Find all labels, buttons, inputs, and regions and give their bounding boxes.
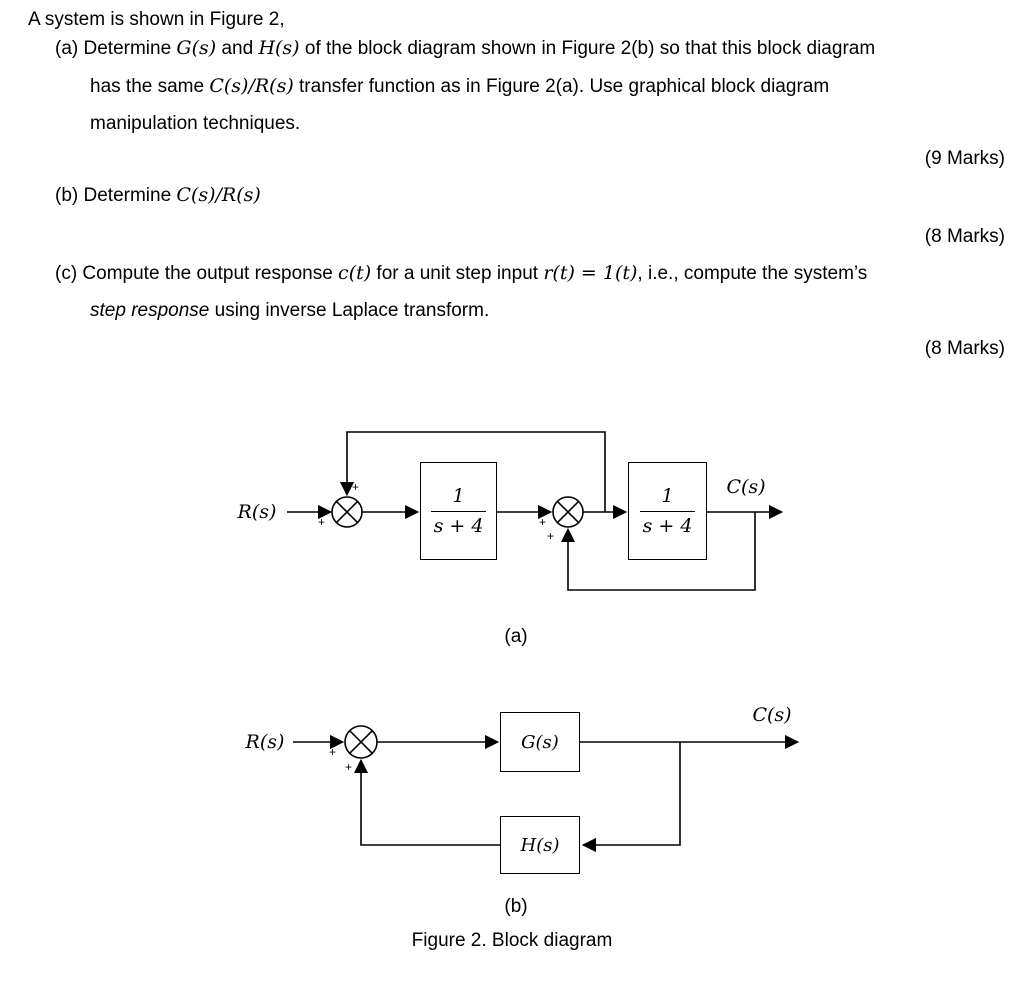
signal-path-b <box>293 734 800 853</box>
math-segment: r(t) = 1(t) <box>543 262 638 284</box>
text-segment: for a unit step input <box>371 263 544 284</box>
italic-segment: step response <box>90 300 210 321</box>
figure-2b-wiring <box>293 725 800 853</box>
plus-sign: + <box>329 745 337 759</box>
question-intro: A system is shown in Figure 2, <box>28 9 285 30</box>
summing-junction-1 <box>331 496 363 528</box>
text-segment: and <box>216 38 259 59</box>
summing-junction-2 <box>552 496 584 528</box>
text-segment: , i.e., compute the system’s <box>637 263 868 284</box>
signal-path-a <box>287 431 784 591</box>
item-a-line2: has the same C(s)/R(s) transfer function… <box>90 75 829 98</box>
numerator: 1 <box>430 485 487 512</box>
text-segment: (c) Compute the output response <box>55 263 339 284</box>
plus-sign: + <box>345 760 353 774</box>
subfigure-label-a: (a) <box>504 626 528 647</box>
plus-sign: + <box>318 515 326 529</box>
takeoff-to-h-line <box>581 742 681 853</box>
inner-feedback-line <box>560 512 756 591</box>
item-c-line2: step response using inverse Laplace tran… <box>90 300 489 322</box>
text-segment: (a) Determine <box>55 38 177 59</box>
input-label: R(s) <box>245 731 285 753</box>
subfigure-label-b: (b) <box>504 896 528 917</box>
output-label: C(s) <box>752 704 792 726</box>
summing-junction <box>344 725 378 759</box>
math-segment: H(s) <box>258 37 300 59</box>
denominator: s + 4 <box>642 514 693 537</box>
math-segment: G(s) <box>176 37 217 59</box>
plus-sign: + <box>539 515 547 529</box>
text-segment: using inverse Laplace transform. <box>209 300 490 321</box>
marks-c: (8 Marks) <box>924 338 1005 359</box>
block-label: G(s) <box>521 731 559 753</box>
figure-2a-wiring <box>287 431 784 591</box>
plus-sign: + <box>547 529 555 543</box>
text-segment: of the block diagram shown in Figure 2(b… <box>299 38 876 59</box>
text-segment: transfer function as in Figure 2(a). Use… <box>293 76 830 97</box>
math-segment: C(s)/R(s) <box>209 75 294 97</box>
numerator: 1 <box>639 485 696 512</box>
input-label: R(s) <box>237 501 277 523</box>
denominator: s + 4 <box>433 514 484 537</box>
block-label: H(s) <box>520 834 560 856</box>
item-c-line1: (c) Compute the output response c(t) for… <box>55 262 867 285</box>
marks-b: (8 Marks) <box>924 226 1005 247</box>
text-segment: has the same <box>90 76 210 97</box>
output-label: C(s) <box>726 476 766 498</box>
text-segment: (b) Determine <box>55 185 177 206</box>
forward-block-g: G(s) <box>500 712 580 772</box>
item-b-line1: (b) Determine C(s)/R(s) <box>55 184 261 207</box>
feedback-block-h: H(s) <box>500 816 580 874</box>
outer-feedback-line <box>339 431 606 512</box>
item-a-line3: manipulation techniques. <box>90 113 301 134</box>
h-to-sum-feedback-line <box>353 758 500 846</box>
math-segment: c(t) <box>338 262 372 284</box>
figure-caption: Figure 2. Block diagram <box>411 930 613 951</box>
plus-sign: + <box>352 480 360 494</box>
math-segment: C(s)/R(s) <box>176 184 261 206</box>
item-a-line1: (a) Determine G(s) and H(s) of the block… <box>55 37 875 60</box>
marks-a: (9 Marks) <box>924 148 1005 169</box>
figure-2b: R(s) C(s) G(s) H(s) + + (b) <box>0 700 1024 930</box>
